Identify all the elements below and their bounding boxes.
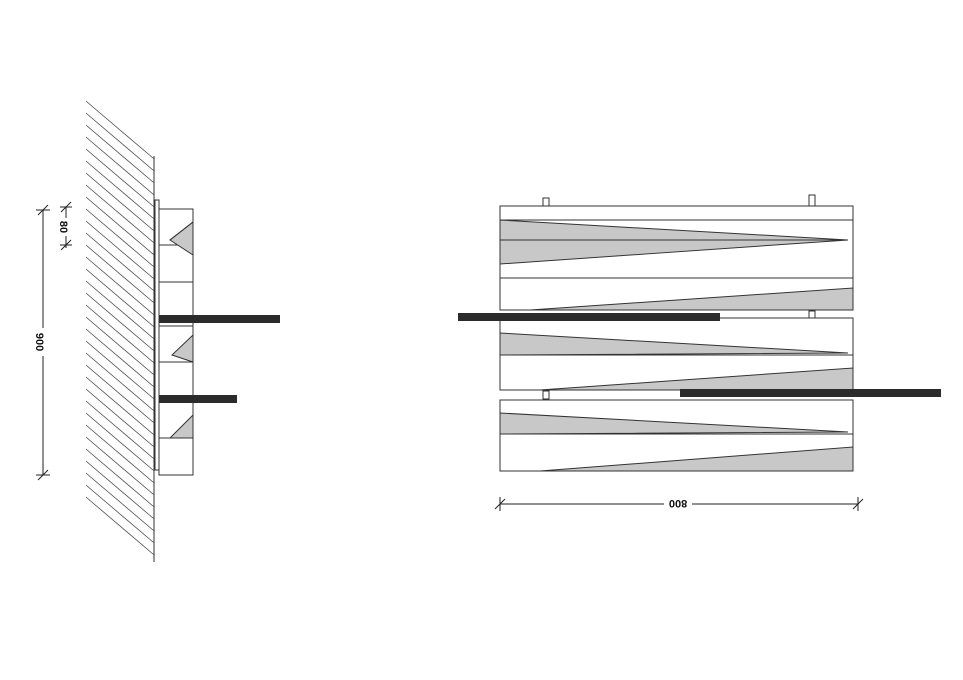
hatch-line	[86, 347, 154, 417]
wall-hatching	[80, 0, 160, 562]
hatch-line	[86, 167, 154, 237]
side-shelf-upper	[159, 315, 280, 323]
hatch-line	[86, 239, 154, 309]
hatch-line	[86, 323, 154, 393]
hatch-line	[86, 455, 154, 525]
hatch-line	[86, 203, 154, 273]
hatch-line	[80, 12, 160, 80]
wedge-profile-1	[169, 220, 194, 256]
front-shelf-upper	[458, 313, 720, 321]
wedge-bottom-lower	[539, 446, 854, 472]
wedge-middle-upper	[499, 332, 849, 356]
side-view: 900 80	[33, 0, 280, 562]
front-shelf-lower	[680, 389, 941, 397]
front-module-middle	[499, 317, 854, 391]
peg-lower-left	[542, 390, 550, 400]
hatch-line	[80, 0, 160, 56]
hatch-line	[86, 479, 154, 549]
front-view: 800	[458, 194, 941, 511]
wedge-top-lower	[529, 287, 854, 311]
mounting-plate	[154, 199, 160, 471]
hatch-line	[86, 275, 154, 345]
hatch-line	[86, 335, 154, 405]
hatch-line	[86, 443, 154, 513]
hatch-line	[86, 179, 154, 249]
wedge-profiles	[168, 220, 194, 439]
hatch-line	[86, 383, 154, 453]
front-module-bottom	[499, 399, 854, 472]
hatch-line	[86, 131, 154, 201]
hatch-line	[86, 311, 154, 381]
hatch-line	[80, 0, 160, 68]
hatch-line	[86, 191, 154, 261]
hatch-line	[80, 0, 160, 8]
hatch-line	[86, 263, 154, 333]
wedge-profile-3	[168, 413, 194, 439]
width-dimension-label: 800	[669, 497, 687, 509]
hatch-line	[86, 491, 154, 561]
hatch-line	[86, 431, 154, 501]
hatch-line	[86, 299, 154, 369]
hatch-line	[86, 215, 154, 285]
peg-top-right	[808, 194, 816, 207]
hatch-line	[86, 287, 154, 357]
hatch-line	[80, 0, 160, 44]
hatch-line	[86, 98, 154, 105]
hatch-line	[86, 98, 154, 165]
hatch-line	[86, 371, 154, 441]
hatch-line	[80, 24, 160, 92]
hatch-line	[86, 407, 154, 477]
wedge-profile-2	[171, 333, 194, 363]
hatch-line	[86, 251, 154, 321]
side-shelf-lower	[159, 395, 237, 403]
hatch-line	[80, 0, 160, 32]
hatch-line	[86, 359, 154, 429]
hatch-line	[80, 0, 160, 20]
hatch-line	[86, 419, 154, 489]
hatch-line	[86, 395, 154, 465]
peg-top-left	[542, 197, 550, 207]
offset-dimension-label: 80	[57, 221, 69, 233]
wedge-bottom-upper	[499, 412, 849, 435]
hatch-line	[86, 467, 154, 537]
height-dimension-label: 900	[33, 333, 45, 351]
wedge-top-upper	[499, 219, 849, 265]
hatch-line	[86, 119, 154, 189]
hatch-line	[86, 107, 154, 177]
hatch-line	[86, 155, 154, 225]
hatch-line	[86, 143, 154, 213]
front-module-top	[499, 205, 854, 311]
hatch-line	[86, 227, 154, 297]
